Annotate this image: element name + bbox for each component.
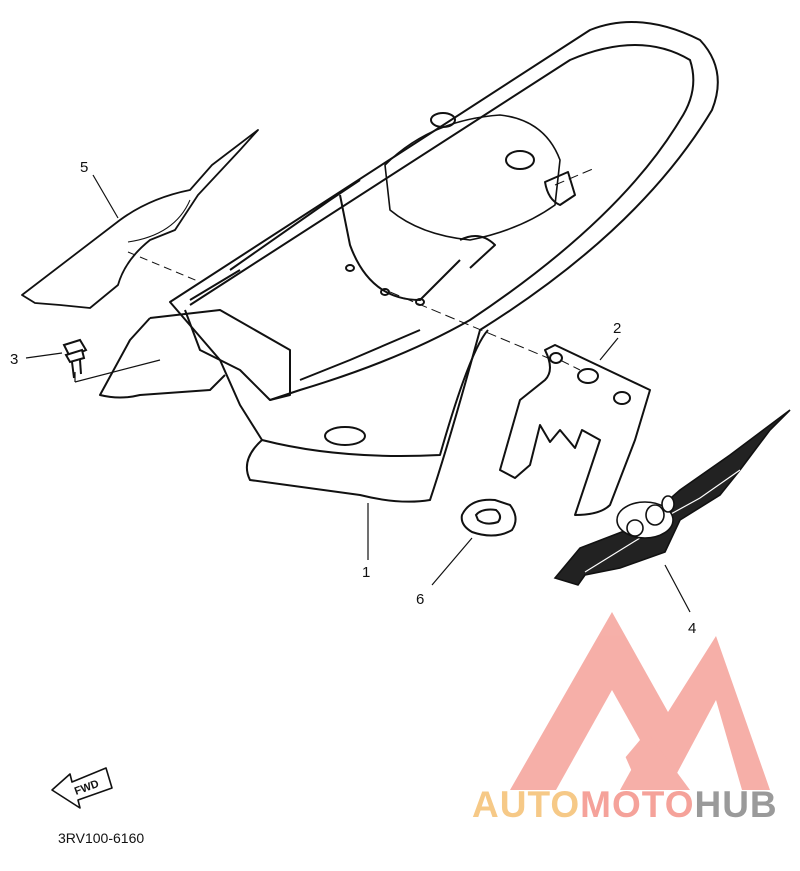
watermark-part-moto: MOTO bbox=[580, 784, 695, 825]
diagram-code: 3RV100-6160 bbox=[58, 830, 145, 846]
assembly-lines bbox=[389, 167, 596, 371]
callout-5: 5 bbox=[80, 159, 88, 176]
mountain-logo-icon bbox=[510, 612, 770, 790]
part-6-grommet[interactable] bbox=[460, 498, 517, 537]
callout-1: 1 bbox=[362, 564, 370, 581]
watermark-part-auto: AUTO bbox=[472, 784, 581, 825]
watermark-brand: AUTOMOTOHUB bbox=[472, 784, 778, 826]
callout-2: 2 bbox=[613, 320, 621, 337]
watermark-part-hub: HUB bbox=[694, 784, 778, 825]
part-5-side-decal[interactable] bbox=[21, 129, 259, 309]
part-3-bolt[interactable] bbox=[62, 338, 88, 379]
fwd-arrow-icon: FWD bbox=[51, 767, 113, 809]
callout-3: 3 bbox=[10, 351, 18, 368]
part-2-bracket[interactable] bbox=[499, 344, 651, 516]
callout-6: 6 bbox=[416, 591, 424, 608]
part-1-rear-fender[interactable] bbox=[99, 21, 719, 503]
part-4-decal[interactable] bbox=[553, 409, 791, 586]
callout-4: 4 bbox=[688, 620, 696, 637]
